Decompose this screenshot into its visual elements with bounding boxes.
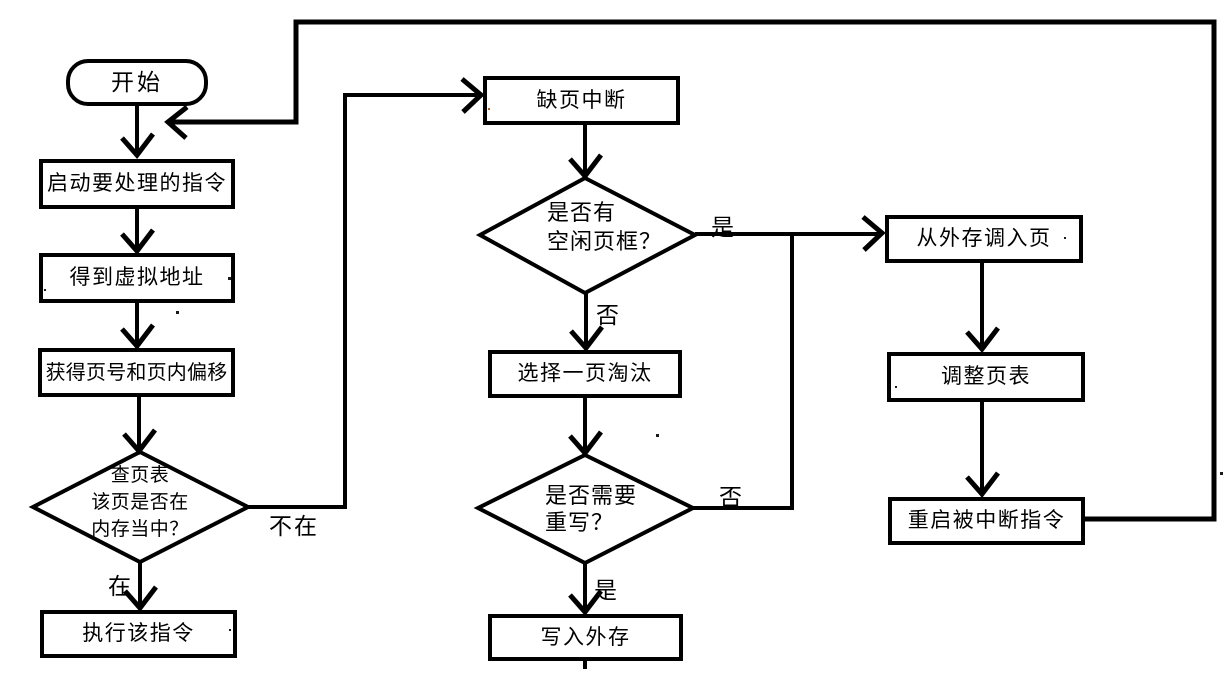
decision-check-page-table-shape [28,449,253,565]
node-launch-instruction: 启动要处理的指令 [39,159,235,209]
node-execute-instruction: 执行该指令 [40,610,237,658]
arrowhead-left-icon [164,105,189,140]
edge-label-need-rewrite-no: 否 [719,484,744,510]
ink-speck [229,629,231,631]
node-has-free-frame: 是否有 空闲页框？ [547,200,663,254]
arrowhead-right-icon [861,215,886,252]
edge-label-in-memory-no: 不在 [269,513,319,539]
ink-speck [44,289,46,291]
arrowhead-down-icon [120,132,155,159]
arrowhead-down-icon [569,325,604,352]
arrowhead-down-icon [123,585,158,612]
ink-speck [656,434,659,437]
edge-label-free-frame-no: 否 [596,302,621,328]
node-check-page-table: 查页表 该页是否在 内存当中？ [91,465,189,540]
arrowhead-right-icon [460,77,485,114]
arrowhead-down-icon [568,430,603,457]
node-start: 开始 [66,59,208,106]
arrowhead-down-icon [122,428,157,455]
arrowhead-down-icon [120,228,155,255]
edge-label-in-memory-yes: 在 [108,573,133,599]
edge-rewrite-no-join [693,232,794,510]
decision-free-frame-shape [475,175,700,296]
node-load-page-external: 从外存调入页 [885,215,1083,263]
ink-speck [176,311,179,314]
node-get-page-number-offset: 获得页号和页内偏移 [38,348,235,397]
ink-speck [1220,472,1223,475]
node-page-fault: 缺页中断 [483,76,680,125]
arrowhead-down-icon [965,471,1000,498]
arrowhead-down-icon [120,323,155,350]
edge-label-need-rewrite-yes: 是 [594,577,619,603]
ink-speck [488,108,490,110]
decision-need-rewrite-shape [473,452,698,566]
arrowhead-down-icon [568,153,603,180]
ink-speck [1064,237,1066,239]
arrowhead-down-icon [965,326,1000,353]
ink-speck [228,277,231,280]
edge-label-free-frame-yes: 是 [711,214,736,240]
ink-speck [895,386,897,388]
node-need-rewrite: 是否需要 重写？ [545,483,638,535]
node-write-external: 写入外存 [488,614,683,661]
node-restart-instruction: 重启被中断指令 [888,497,1085,545]
node-adjust-page-table: 调整页表 [887,352,1085,402]
node-get-virtual-address: 得到虚拟地址 [39,253,235,303]
arrowhead-down-icon [568,589,603,616]
edge-restart-return-loop [171,19,1217,522]
node-select-page-evict: 选择一页淘汰 [488,350,682,398]
edge-checktable-to-pagefault [248,93,477,509]
